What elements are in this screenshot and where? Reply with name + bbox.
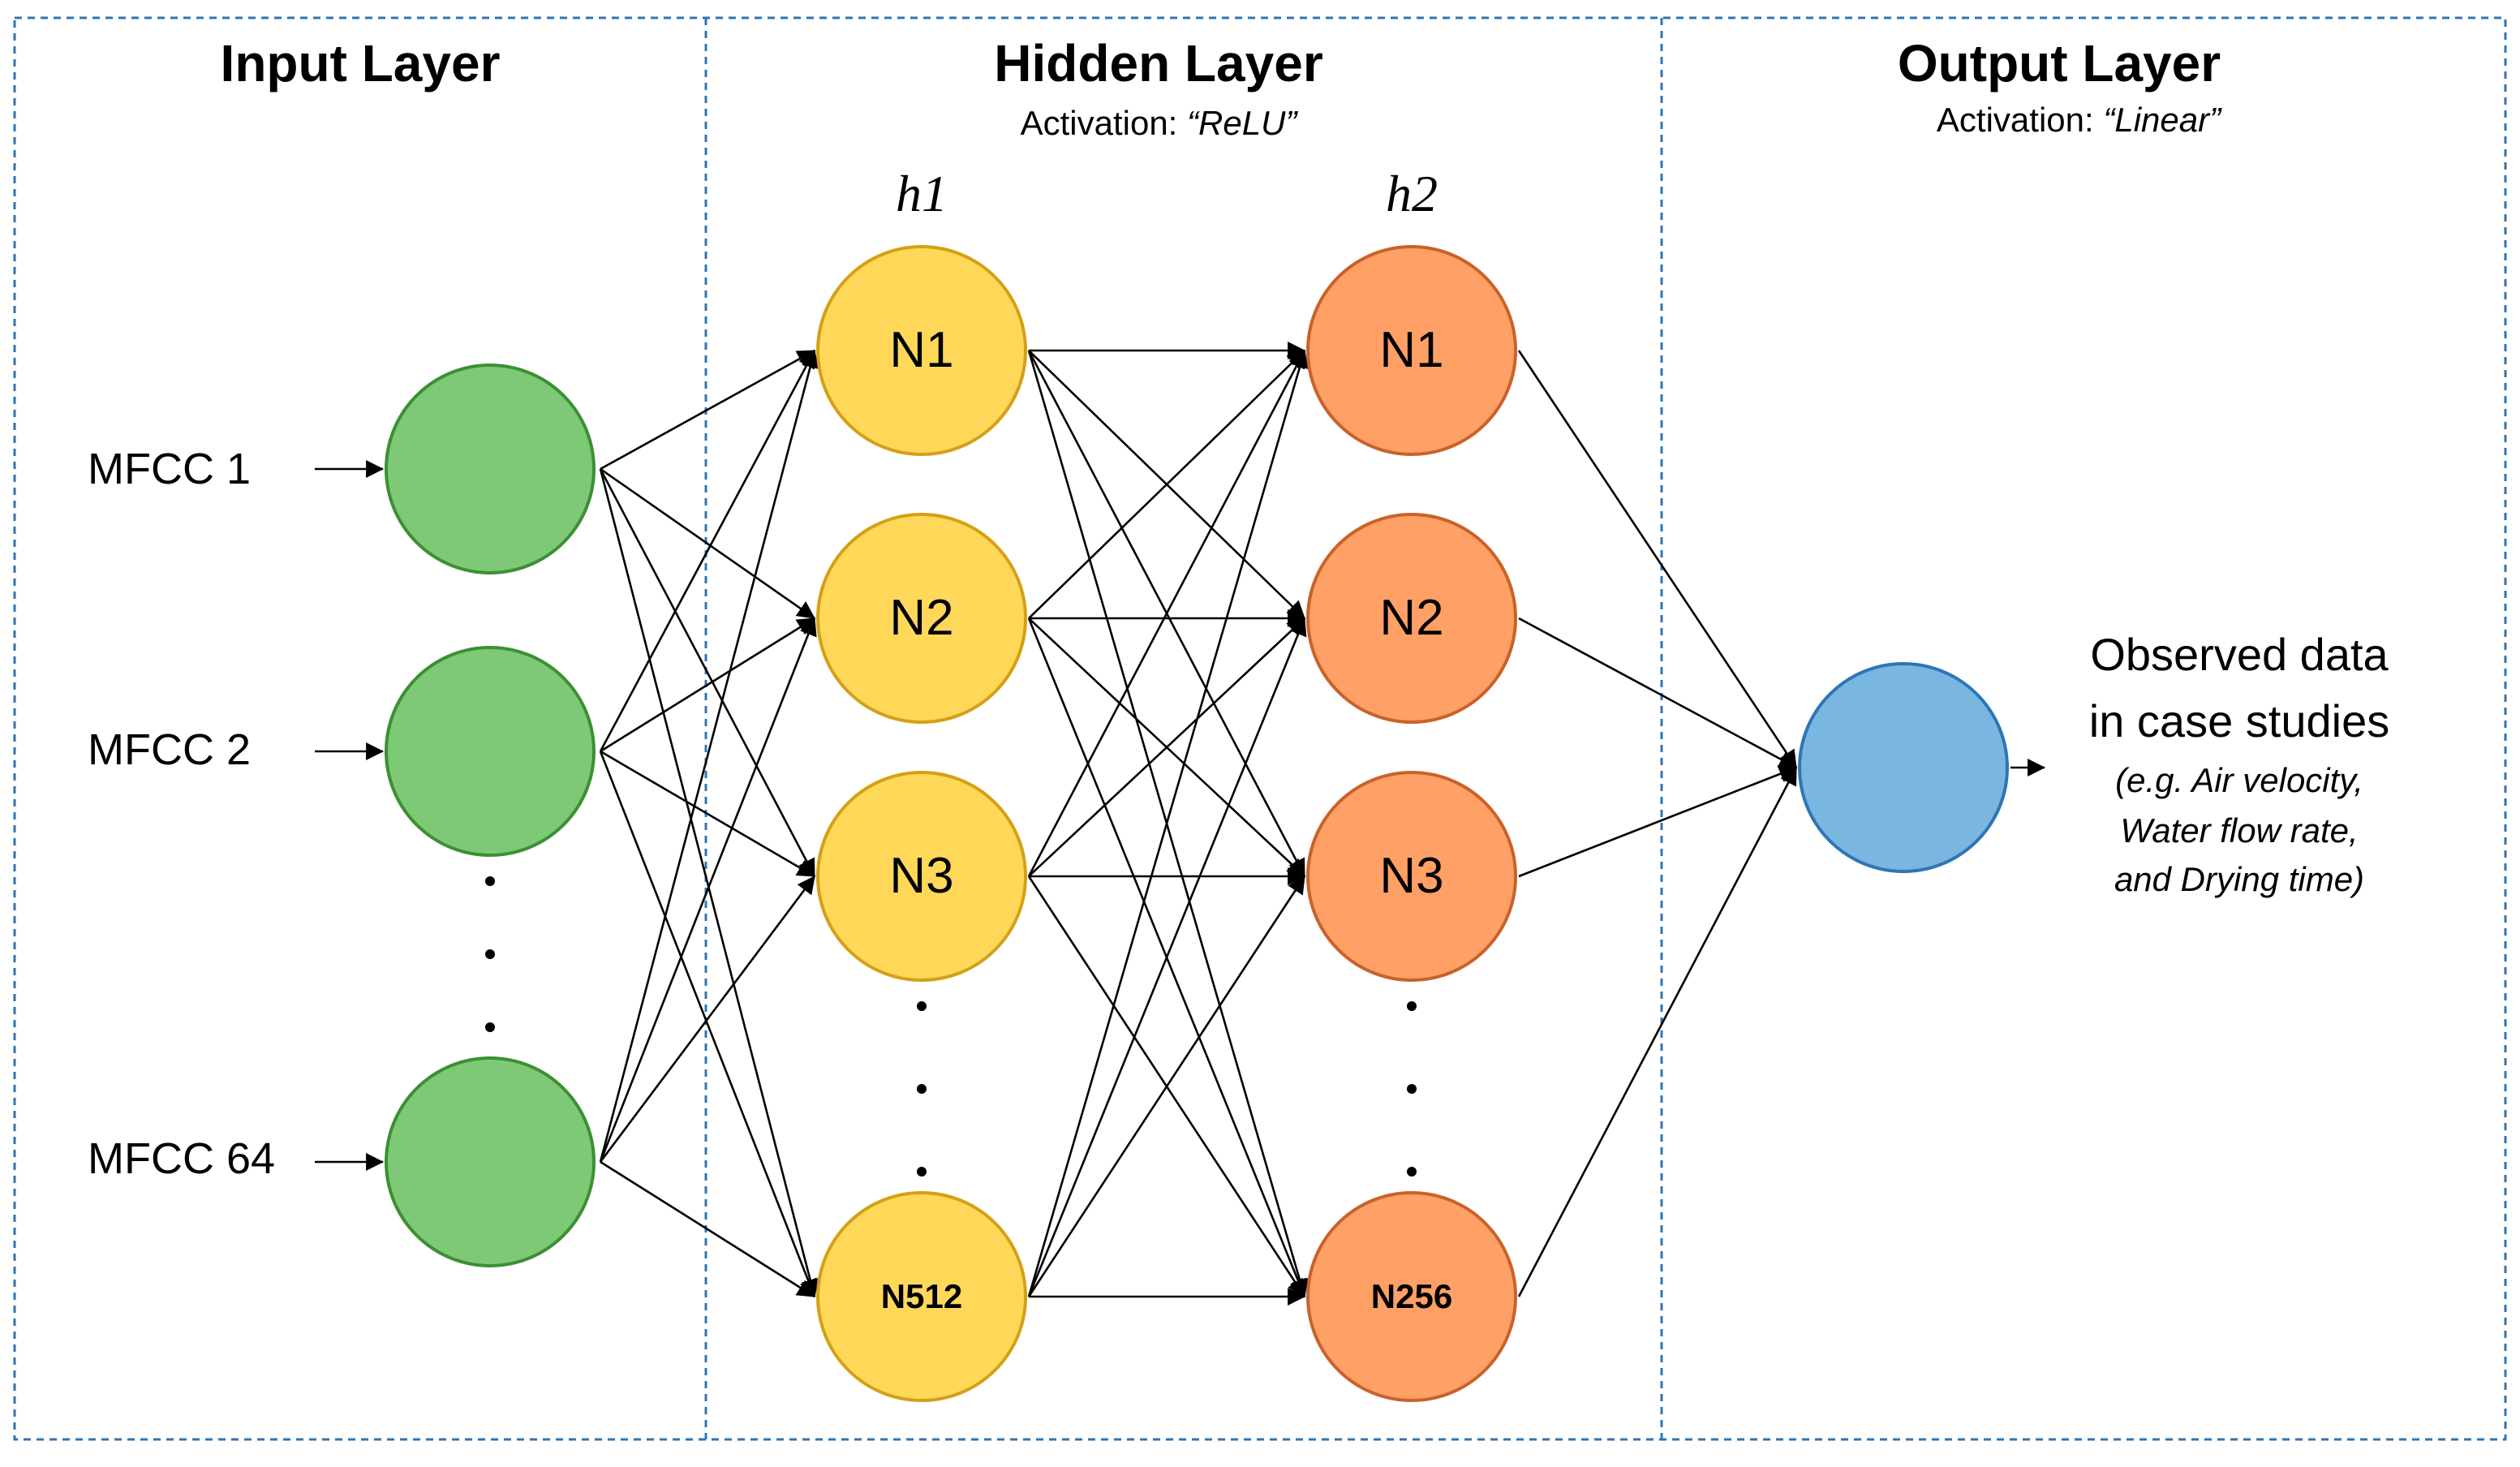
h2-neuron-label-4: N256 [1371, 1277, 1452, 1315]
h1-neuron-label-1: N1 [889, 322, 953, 378]
h1-neuron-label-4: N512 [881, 1277, 962, 1315]
input-neuron-3 [385, 1056, 596, 1267]
output-note-line-1: (e.g. Air velocity, [2115, 761, 2363, 799]
ellipsis-dot [485, 876, 495, 886]
ellipsis-dot [917, 1001, 927, 1011]
edge-input-h1 [600, 1160, 815, 1298]
output-neuron [1798, 662, 2009, 873]
hidden-activation-label: Activation: [1021, 104, 1187, 142]
h1-neuron-4 [816, 1191, 1027, 1402]
ellipsis-dot [1407, 1001, 1417, 1011]
input-neuron-1 [385, 364, 596, 574]
ellipsis-dot [917, 1167, 927, 1177]
output-activation: Activation: “Linear” [1937, 101, 2222, 139]
edge-h1-h2 [1027, 875, 1306, 1297]
edge-input-h1 [599, 468, 819, 1298]
edge-h2-output [1517, 350, 1798, 768]
edge-h2-output [1517, 767, 1798, 1297]
h2-neuron-3 [1306, 771, 1517, 982]
edge-input-h1 [599, 751, 817, 1298]
edge-h1-h2 [1027, 617, 1307, 1297]
output-layer-title: Output Layer [1898, 34, 2221, 92]
h1-neuron-label-2: N2 [889, 590, 953, 646]
ellipsis-input [485, 876, 495, 1032]
edge-h1-h2 [1027, 349, 1309, 1297]
section-dividers [13, 16, 2507, 1441]
hidden-activation: Activation: “ReLU” [1021, 104, 1299, 142]
edge-input-h1 [599, 617, 817, 1163]
h2-neuron-2 [1306, 513, 1517, 724]
h2-neuron-label-1: N1 [1379, 322, 1443, 378]
output-note-line-2: Water flow rate, [2120, 811, 2358, 850]
edge-h2-output [1518, 617, 1797, 769]
edge-input-h1 [600, 617, 815, 753]
ellipsis-dot [485, 949, 495, 959]
h1-neuron-2 [816, 513, 1027, 724]
input-label-1: MFCC 1 [88, 445, 251, 493]
ellipsis-dot [485, 1022, 495, 1032]
hidden-activation-value: “ReLU” [1187, 104, 1298, 142]
h2-neuron-label-2: N2 [1379, 590, 1443, 646]
ellipsis-dot [917, 1084, 927, 1094]
ellipsis-h1 [917, 1001, 927, 1177]
ellipsis-h2 [1407, 1001, 1417, 1177]
output-activation-label: Activation: [1937, 101, 2103, 139]
output-title-line-1: Observed data [2090, 629, 2389, 680]
edge-h1-h2 [1027, 350, 1306, 877]
edge-input-h1 [600, 349, 815, 471]
h2-neuron-4 [1306, 1191, 1517, 1402]
edge-input-h1 [599, 468, 816, 877]
h1-neuron-label-3: N3 [889, 848, 953, 904]
h2-header: h2 [1386, 165, 1438, 222]
ellipsis-dot [1407, 1167, 1417, 1177]
h1-neuron-3 [816, 771, 1027, 982]
input-layer-title: Input Layer [221, 34, 501, 92]
edge-h2-output [1518, 765, 1798, 878]
outer-frame [13, 16, 2507, 1441]
hidden-layer-title: Hidden Layer [994, 34, 1322, 92]
h2-neuron-label-3: N3 [1379, 848, 1443, 904]
h1-header: h1 [896, 165, 948, 222]
connections [315, 342, 2046, 1306]
input-neuron-2 [385, 646, 596, 857]
input-label-2: MFCC 2 [88, 725, 251, 774]
output-title-line-2: in case studies [2089, 695, 2389, 746]
output-note-line-3: and Drying time) [2114, 860, 2364, 898]
input-label-3: MFCC 64 [88, 1134, 275, 1183]
edge-input-h1 [600, 467, 815, 620]
neurons [385, 245, 2009, 1402]
h1-neuron-1 [816, 245, 1027, 456]
h2-neuron-1 [1306, 245, 1517, 456]
output-activation-value: “Linear” [2103, 101, 2222, 139]
edge-input-h1 [600, 750, 815, 878]
edge-h1-h2 [1028, 350, 1305, 619]
edge-input-h1 [599, 875, 816, 1163]
edge-h1-h2 [1028, 617, 1305, 877]
edge-input-h1 [599, 350, 816, 752]
edge-input-h1 [599, 349, 819, 1163]
ellipsis-dot [1407, 1084, 1417, 1094]
